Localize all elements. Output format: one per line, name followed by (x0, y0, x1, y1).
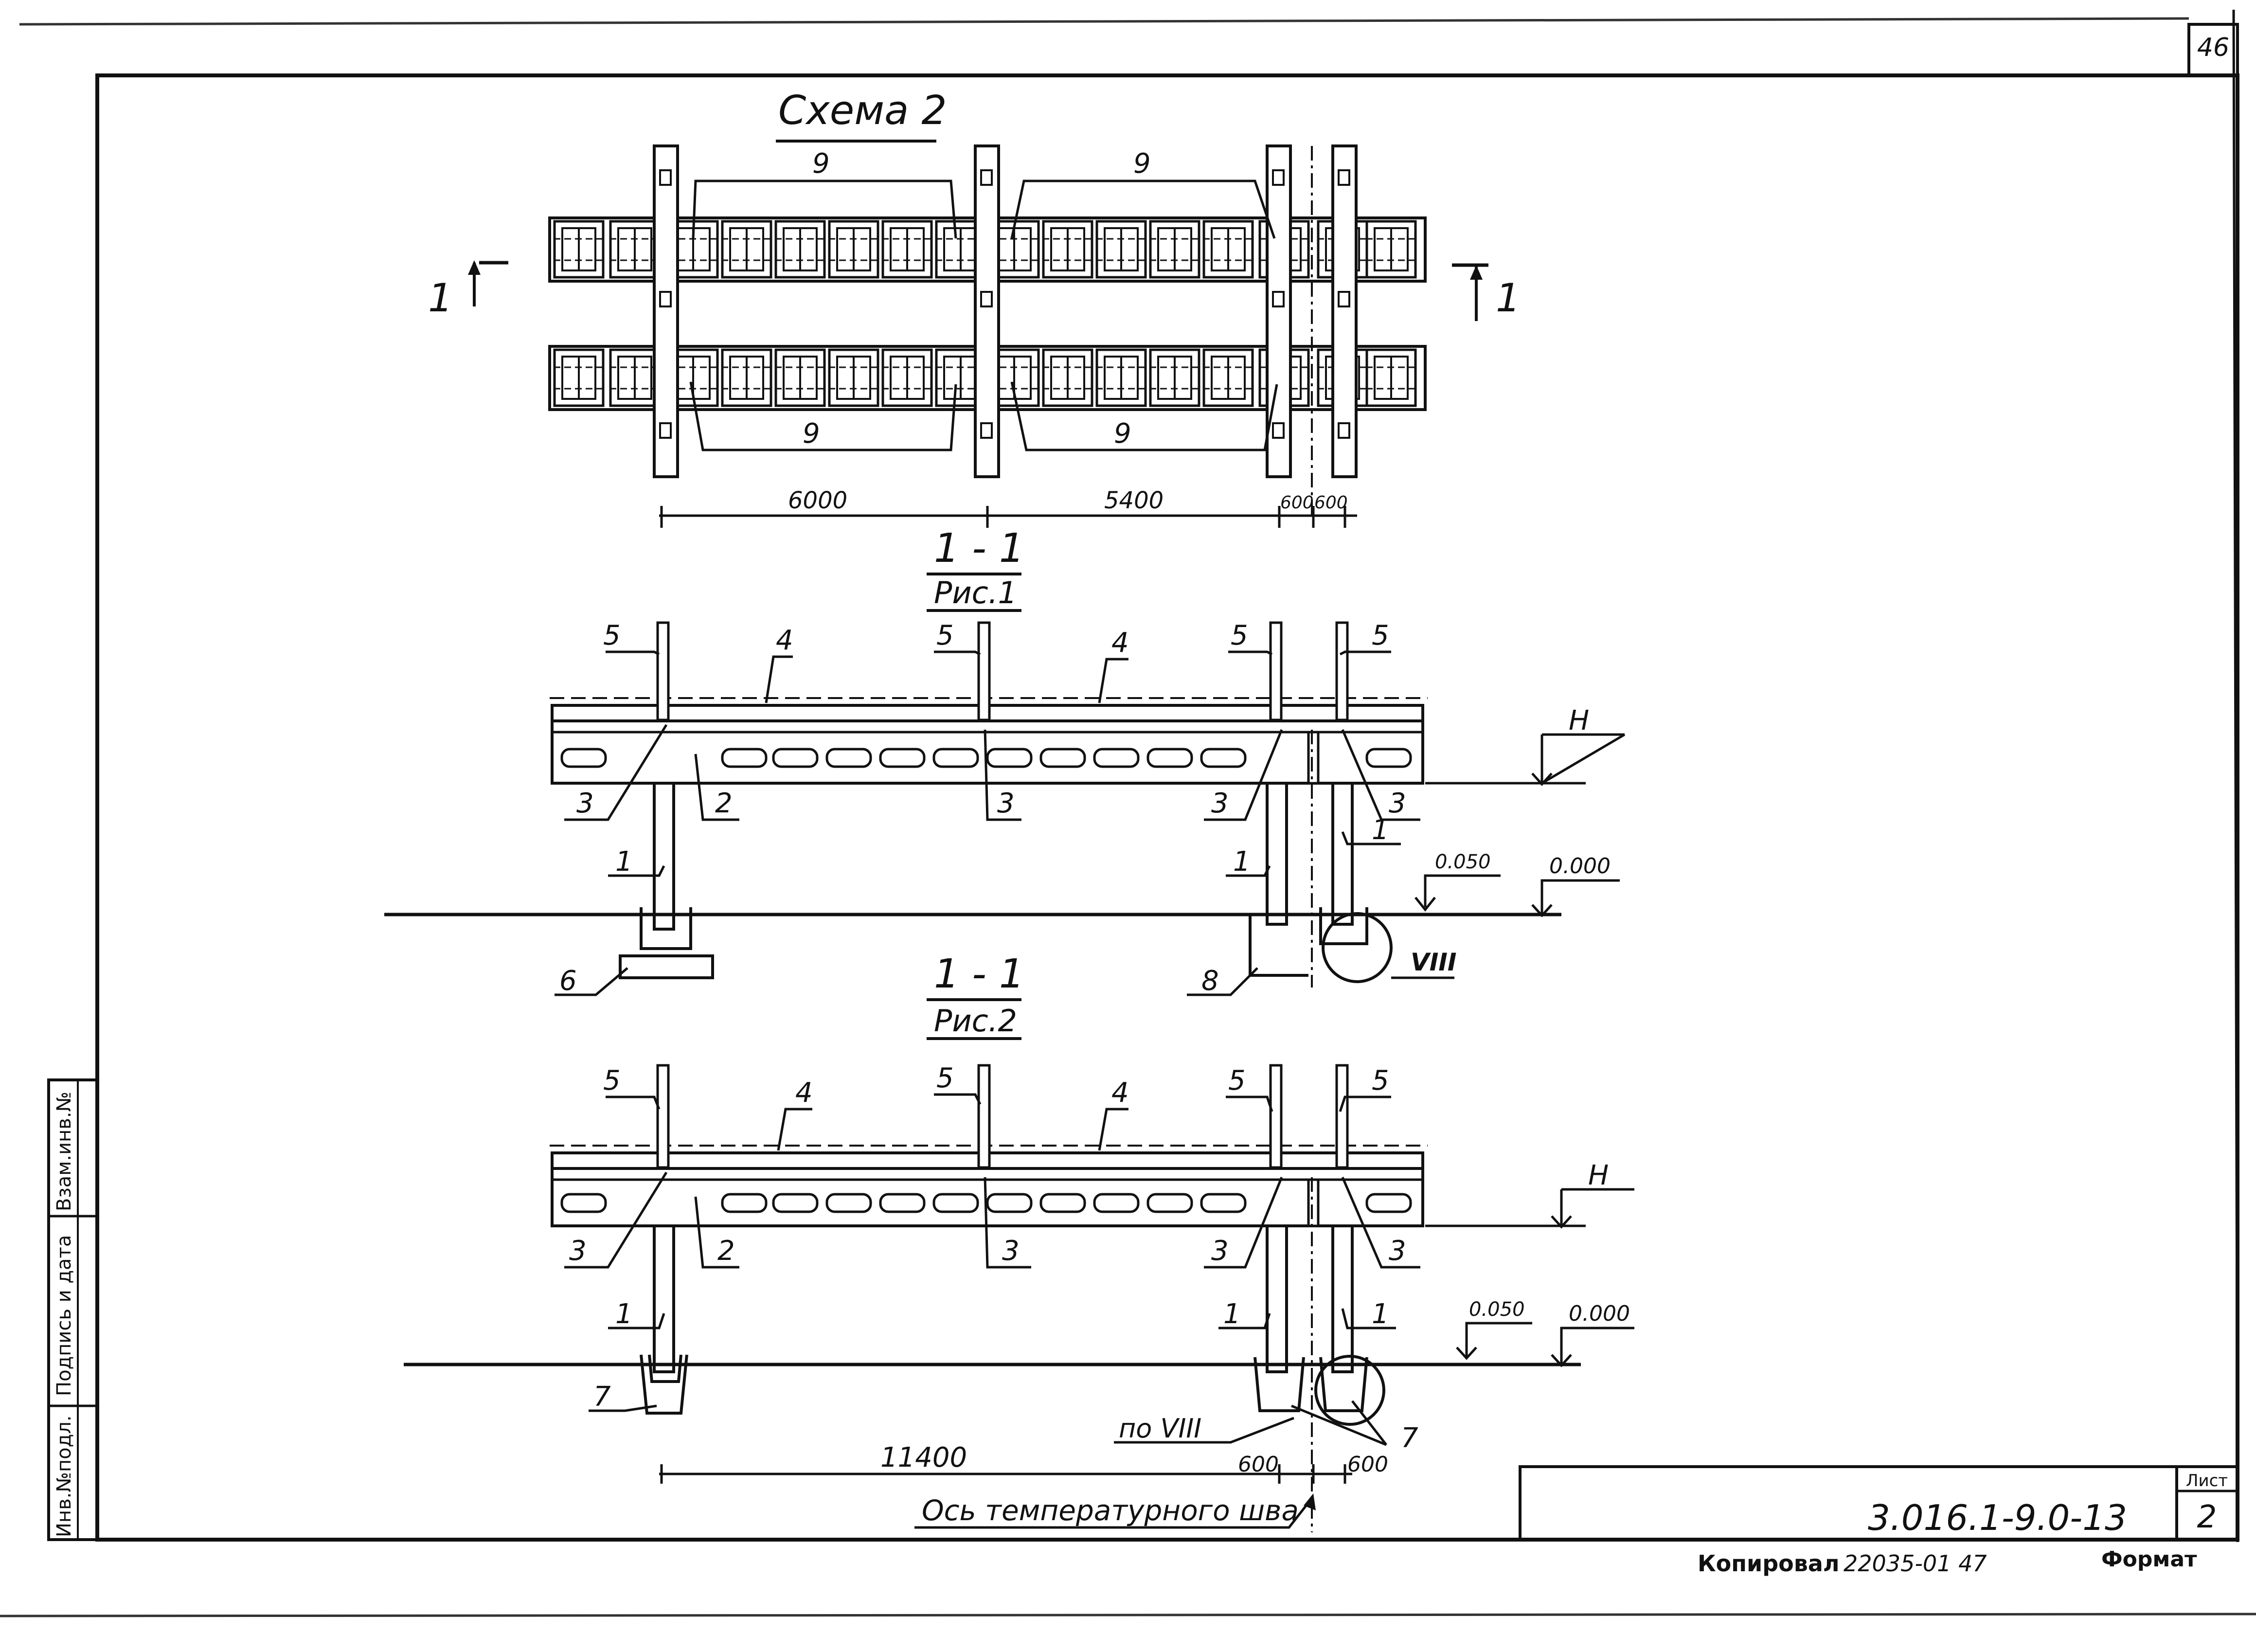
fig1-mark-5c: 5 (1231, 620, 1248, 651)
scheme-title: Схема 2 (778, 88, 947, 134)
fig1-mark-8: 8 (1201, 965, 1219, 997)
fig2-mark-7b: 7 (1401, 1422, 1418, 1454)
fig1-mark-5a: 5 (603, 620, 621, 651)
fig1-level-h: Н (1569, 705, 1589, 736)
fig2-mark-4a: 4 (795, 1077, 813, 1109)
fig2-mark-4b: 4 (1111, 1077, 1129, 1109)
page-number: 46 (2197, 33, 2229, 62)
fig1-mark-3a: 3 (576, 788, 594, 819)
fig1-mark-3b: 3 (997, 788, 1015, 819)
callout-9-a: 9 (812, 148, 830, 180)
fig1-mark-3c: 3 (1211, 788, 1229, 819)
fig2-mark-3c: 3 (1211, 1235, 1229, 1267)
fig2-level-000: 0.000 (1569, 1301, 1630, 1326)
section-mark-right: 1 (1496, 275, 1521, 321)
fig1-mark-3d: 3 (1389, 788, 1406, 819)
callout-9-b: 9 (1133, 148, 1151, 180)
fig2-mark-3b: 3 (1002, 1235, 1020, 1267)
fig1-mark-2: 2 (715, 788, 733, 819)
designation: 3.016.1-9.0-13 (1868, 1497, 2127, 1538)
fig1-detail: VIII (1411, 948, 1457, 976)
callout-9-c: 9 (803, 418, 820, 449)
format-label: Формат (2101, 1547, 2197, 1572)
fig2-mark-7a: 7 (593, 1381, 611, 1413)
fig2-mark-2: 2 (717, 1235, 735, 1267)
side-stamp-sign-date: Подпись и дата (53, 1235, 75, 1396)
fig2-mark-3a: 3 (569, 1235, 587, 1267)
stamp-label: Лист (2186, 1471, 2228, 1490)
page-number-box (2187, 23, 2239, 77)
fig1-mark-6: 6 (559, 965, 577, 997)
fig2-mark-5c: 5 (1228, 1065, 1246, 1096)
fig2-dim-600-a: 600 (1238, 1452, 1279, 1477)
dim-600-a: 600 (1280, 493, 1314, 513)
copied-label: Копировал (1698, 1550, 1840, 1577)
fig1-mark-1b: 1 (1233, 846, 1251, 878)
dim-600-b: 600 (1314, 493, 1348, 513)
fig1-mark-4b: 4 (1111, 627, 1129, 659)
scheme-plan: Схема 2 (428, 88, 1521, 528)
stamp-value: 2 (2197, 1499, 2217, 1535)
section-fig2: 1 - 1 Рис.2 5 4 5 (404, 951, 1634, 1532)
sheet-frame (95, 73, 2239, 1542)
section-mark-left: 1 (428, 275, 453, 321)
fig1-title: 1 - 1 (934, 525, 1024, 572)
fig1-mark-1a: 1 (615, 846, 633, 878)
fig1-mark-5b: 5 (936, 620, 954, 651)
fig2-detail-ref: по VIII (1119, 1413, 1201, 1444)
fig2-dim-600-b: 600 (1347, 1452, 1388, 1477)
fig2-level-h: Н (1588, 1160, 1609, 1191)
fig2-mark-5d: 5 (1372, 1065, 1389, 1096)
fig2-mark-1a: 1 (615, 1298, 633, 1330)
title-block: Лист 2 3.016.1-9.0-13 (1519, 1465, 2239, 1541)
fig2-axis-note: Ось температурного шва (922, 1494, 1299, 1527)
fig2-level-050: 0.050 (1469, 1298, 1525, 1321)
fig1-level-050: 0.050 (1435, 851, 1491, 873)
fig2-mark-5b: 5 (936, 1062, 954, 1094)
fig2-title: 1 - 1 (934, 951, 1024, 997)
fig1-mark-1c: 1 (1372, 814, 1389, 846)
fig2-mark-1c: 1 (1372, 1298, 1389, 1330)
section-fig1: 1 - 1 Рис.1 5 (384, 525, 1626, 997)
fig1-mark-5d: 5 (1372, 620, 1389, 651)
fig2-subtitle: Рис.2 (934, 1003, 1017, 1039)
fig2-dim-11400: 11400 (880, 1442, 967, 1473)
fig1-level-000: 0.000 (1549, 854, 1611, 879)
fig2-mark-3d: 3 (1389, 1235, 1406, 1267)
fig1-mark-4a: 4 (776, 625, 793, 656)
dim-6000: 6000 (788, 487, 847, 514)
fig1-subtitle: Рис.1 (934, 575, 1017, 611)
copied-code: 22035-01 47 (1844, 1550, 1987, 1577)
callout-9-d: 9 (1114, 418, 1131, 449)
side-stamp-replace-inv: Взам.инв.№ (53, 1092, 75, 1211)
fig2-mark-1b: 1 (1223, 1298, 1241, 1330)
dim-5400: 5400 (1104, 487, 1164, 514)
fig2-mark-5a: 5 (603, 1065, 621, 1096)
side-stamp-inv-no: Инв.№подл. (53, 1415, 75, 1537)
side-stamp: Инв.№подл. Подпись и дата Взам.инв.№ (47, 1078, 99, 1541)
